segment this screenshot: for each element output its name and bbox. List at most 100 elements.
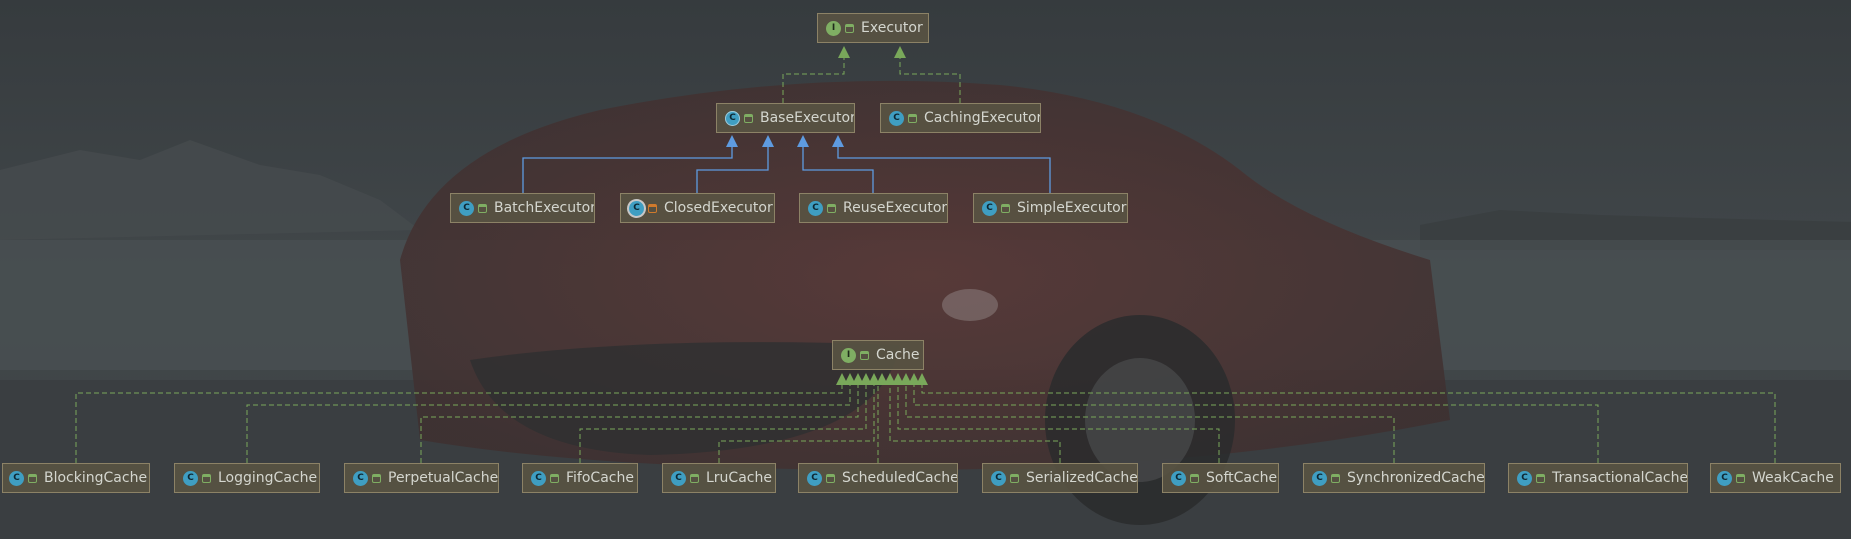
class-icon: C [889, 110, 904, 126]
edge-batchexecutor-baseexecutor [522, 146, 733, 193]
node-batch-executor[interactable]: C BatchExecutor [450, 193, 595, 223]
private-visibility-icon [648, 203, 657, 213]
public-visibility-icon [744, 113, 753, 123]
edge-fifocache-cache [579, 383, 867, 463]
arrowhead-executor-left [838, 46, 850, 58]
node-label: ScheduledCache [842, 470, 958, 486]
public-visibility-icon [908, 113, 917, 123]
public-visibility-icon [1331, 473, 1340, 483]
edge-serializedcache-cache [889, 383, 1061, 463]
public-visibility-icon [690, 473, 699, 483]
node-reuse-executor[interactable]: C ReuseExecutor [799, 193, 948, 223]
node-caching-executor[interactable]: C CachingExecutor [880, 103, 1041, 133]
node-base-executor[interactable]: C BaseExecutor [716, 103, 855, 133]
node-synchronized-cache[interactable]: C SynchronizedCache [1303, 463, 1485, 493]
edge-blockingcache-cache [75, 383, 843, 463]
class-icon: C [531, 470, 546, 486]
node-cache[interactable]: I Cache [832, 340, 924, 370]
edge-lrucache-cache [718, 383, 875, 463]
node-executor[interactable]: I Executor [817, 13, 929, 43]
edge-simpleexecutor-baseexecutor [837, 146, 1051, 193]
public-visibility-icon [860, 350, 869, 360]
node-weak-cache[interactable]: C WeakCache [1710, 463, 1841, 493]
edge-weakcache-cache [921, 383, 1776, 463]
interface-icon: I [826, 20, 841, 36]
implements-arrowheads-cache [836, 373, 928, 385]
class-icon: C [1312, 470, 1327, 486]
edge-reuseexecutor-baseexecutor [802, 146, 874, 193]
node-blocking-cache[interactable]: C BlockingCache [2, 463, 150, 493]
edge-perpetualcache-cache [420, 383, 859, 463]
public-visibility-icon [1010, 473, 1019, 483]
class-icon: C [1517, 470, 1532, 486]
public-visibility-icon [478, 203, 487, 213]
public-visibility-icon [28, 473, 37, 483]
class-icon: C [459, 200, 474, 216]
node-simple-executor[interactable]: C SimpleExecutor [973, 193, 1128, 223]
public-visibility-icon [202, 473, 211, 483]
node-label: TransactionalCache [1552, 470, 1688, 486]
node-scheduled-cache[interactable]: C ScheduledCache [798, 463, 958, 493]
class-icon: C [982, 200, 997, 216]
implements-arrowheads-executor [838, 46, 906, 58]
node-logging-cache[interactable]: C LoggingCache [174, 463, 320, 493]
arrowhead-executor-right [894, 46, 906, 58]
node-label: BaseExecutor [760, 110, 855, 126]
public-visibility-icon [372, 473, 381, 483]
node-lru-cache[interactable]: C LruCache [662, 463, 776, 493]
public-visibility-icon [826, 473, 835, 483]
extends-edges-baseexecutor [522, 146, 1051, 193]
class-icon: C [807, 470, 822, 486]
edge-loggingcache-cache [246, 383, 851, 463]
arrowhead-base-3 [797, 135, 809, 147]
public-visibility-icon [1001, 203, 1010, 213]
edge-closedexecutor-baseexecutor [696, 146, 769, 193]
class-icon: C [808, 200, 823, 216]
node-label: SynchronizedCache [1347, 470, 1485, 486]
public-visibility-icon [1536, 473, 1545, 483]
node-label: SimpleExecutor [1017, 200, 1127, 216]
extends-arrowheads-baseexecutor [726, 135, 844, 147]
node-label: ClosedExecutor [664, 200, 773, 216]
node-label: BatchExecutor [494, 200, 595, 216]
arrowhead-base-1 [726, 135, 738, 147]
class-icon: C [9, 470, 24, 486]
edge-synchronizedcache-cache [905, 383, 1395, 463]
node-perpetual-cache[interactable]: C PerpetualCache [344, 463, 499, 493]
node-transactional-cache[interactable]: C TransactionalCache [1508, 463, 1688, 493]
class-icon: C [991, 470, 1006, 486]
node-fifo-cache[interactable]: C FifoCache [522, 463, 638, 493]
public-visibility-icon [1736, 473, 1745, 483]
node-label: ReuseExecutor [843, 200, 948, 216]
node-label: SerializedCache [1026, 470, 1138, 486]
public-visibility-icon [845, 23, 854, 33]
edge-softcache-cache [897, 383, 1220, 463]
class-icon: C [1171, 470, 1186, 486]
node-label: LoggingCache [218, 470, 318, 486]
edge-cachingexecutor-executor [899, 57, 961, 103]
class-icon: C [183, 470, 198, 486]
public-visibility-icon [550, 473, 559, 483]
node-soft-cache[interactable]: C SoftCache [1162, 463, 1279, 493]
node-label: CachingExecutor [924, 110, 1041, 126]
node-label: BlockingCache [44, 470, 148, 486]
anonymous-class-icon: C [629, 200, 644, 216]
node-label: FifoCache [566, 470, 634, 486]
node-label: Cache [876, 347, 920, 363]
arrowhead-base-4 [832, 135, 844, 147]
class-icon: C [671, 470, 686, 486]
node-closed-executor[interactable]: C ClosedExecutor [620, 193, 775, 223]
abstract-class-icon: C [725, 110, 740, 126]
public-visibility-icon [827, 203, 836, 213]
edge-transactionalcache-cache [913, 383, 1599, 463]
node-label: LruCache [706, 470, 772, 486]
node-label: SoftCache [1206, 470, 1278, 486]
class-icon: C [353, 470, 368, 486]
node-label: WeakCache [1752, 470, 1834, 486]
public-visibility-icon [1190, 473, 1199, 483]
class-icon: C [1717, 470, 1732, 486]
implements-edges-executor [782, 57, 961, 103]
node-serialized-cache[interactable]: C SerializedCache [982, 463, 1138, 493]
